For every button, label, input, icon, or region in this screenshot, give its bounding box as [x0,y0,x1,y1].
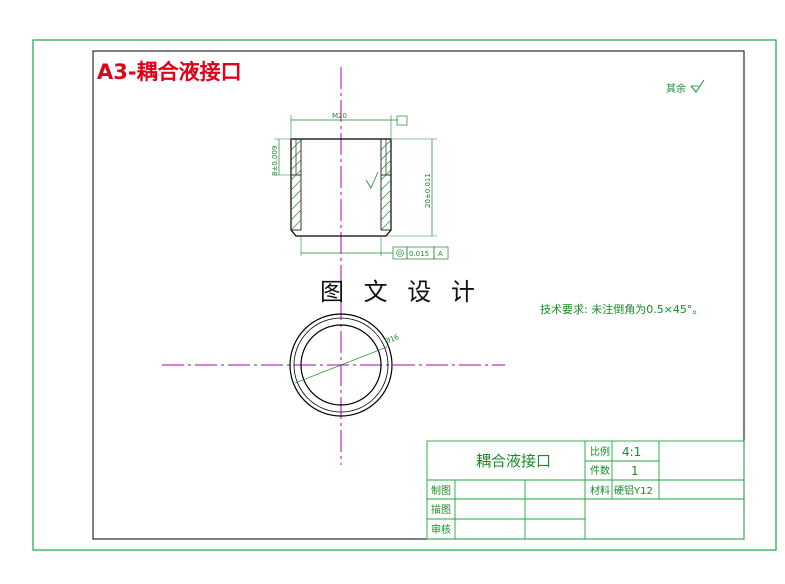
svg-text:A: A [438,250,443,258]
dim-step: 8±0.009 [271,138,291,176]
svg-text:件数: 件数 [590,464,610,477]
outer-border [32,39,777,551]
svg-text:20±0.011: 20±0.011 [424,173,432,208]
dim-height: 20±0.011 [386,138,437,237]
svg-text:8±0.009: 8±0.009 [271,146,279,176]
inner-frame [92,50,745,540]
title-block-text: 耦合液接口 比例 4:1 件数 1 材料 硬铝Y12 制图 描图 审核 [431,445,653,536]
svg-text:制图: 制图 [431,484,451,497]
svg-text:材料: 材料 [590,484,610,497]
svg-text:1: 1 [631,464,639,478]
watermark-text: 图 文 设 计 [320,278,481,306]
svg-text:0.015: 0.015 [409,250,429,258]
svg-text:比例: 比例 [590,445,610,458]
roughness-note: 其余 [666,79,705,95]
title-block [426,440,745,540]
svg-text:Ø16: Ø16 [384,333,401,346]
svg-text:描图: 描图 [431,503,451,516]
tech-requirements: 技术要求: 未注倒角为0.5×45°。 [540,302,703,316]
sheet-title: A3-耦合液接口 [97,60,242,84]
dim-thread: M20 [290,112,408,139]
svg-text:审核: 审核 [431,523,451,536]
svg-text:耦合液接口: 耦合液接口 [476,452,551,470]
top-view: Ø16 [162,313,505,417]
svg-text:硬铝Y12: 硬铝Y12 [614,485,653,497]
svg-text:4:1: 4:1 [622,445,641,459]
svg-text:M20: M20 [332,112,347,120]
svg-text:其余: 其余 [666,82,686,95]
coaxiality-frame: 0.015 A [300,236,449,260]
